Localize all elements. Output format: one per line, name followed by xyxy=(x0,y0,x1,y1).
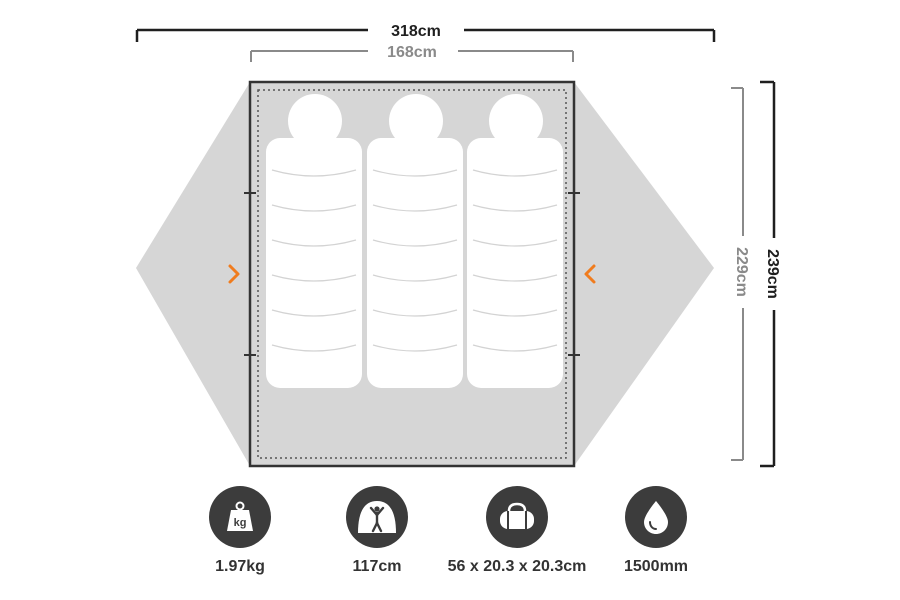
duffel-bag-icon xyxy=(486,486,548,548)
weight-icon-text: kg xyxy=(234,517,247,529)
spec-weight-label: 1.97kg xyxy=(215,558,265,575)
water-drop-icon xyxy=(625,486,687,548)
spec-height: 117cm xyxy=(277,486,477,576)
inner-width-dimension xyxy=(250,50,574,62)
outer-width-label: 318cm xyxy=(391,23,441,40)
right-door-chevron-icon xyxy=(584,264,596,284)
outer-length-dimension xyxy=(760,80,776,468)
spec-packed-size-label: 56 x 20.3 x 20.3cm xyxy=(447,558,587,575)
spec-height-label: 117cm xyxy=(352,558,402,575)
weight-icon: kg xyxy=(209,486,271,548)
inner-length-label: 229cm xyxy=(733,247,750,297)
sleeping-bag-3 xyxy=(467,94,563,388)
floor-seam-line xyxy=(257,89,567,459)
inner-width-label: 168cm xyxy=(387,44,437,61)
spec-waterproof: 1500mm xyxy=(556,486,756,576)
sleeping-bag-2 xyxy=(367,94,463,388)
spec-waterproof-label: 1500mm xyxy=(623,558,689,575)
tent-height-icon xyxy=(346,486,408,548)
left-door-chevron-icon xyxy=(228,264,240,284)
inner-length-dimension xyxy=(731,87,744,461)
pole-clips xyxy=(244,192,580,356)
outer-width-dimension xyxy=(135,28,716,42)
sleeping-bag-1 xyxy=(266,94,362,388)
spec-weight: kg 1.97kg xyxy=(140,486,340,576)
spec-packed-size: 56 x 20.3 x 20.3cm xyxy=(417,486,617,576)
outer-length-label: 239cm xyxy=(764,249,781,299)
